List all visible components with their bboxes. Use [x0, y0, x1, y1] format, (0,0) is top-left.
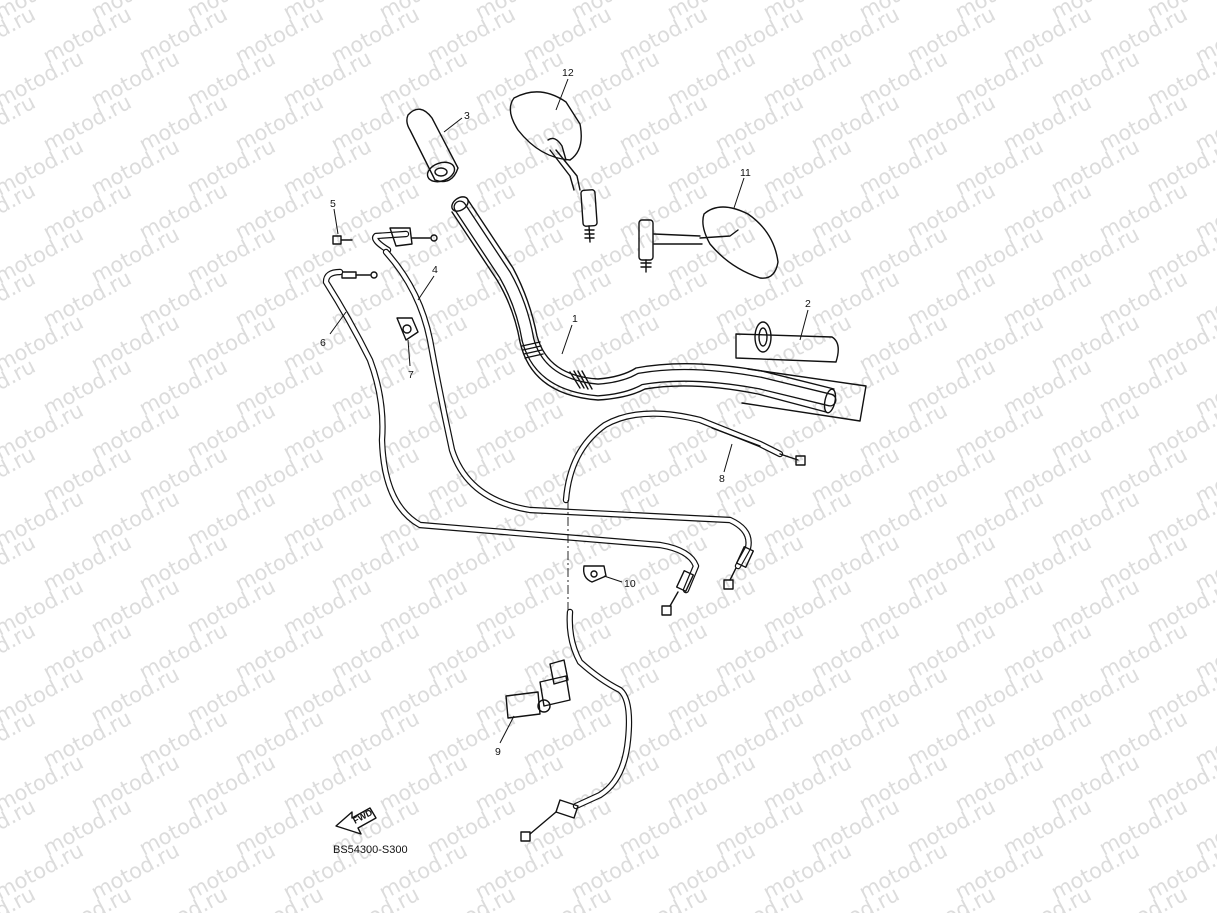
callout-2: 2 — [805, 298, 811, 310]
watermark-text: motod.ru — [135, 882, 231, 913]
handlebar-part-1 — [451, 196, 837, 414]
callout-3: 3 — [464, 110, 470, 122]
callout-4: 4 — [432, 264, 438, 276]
knurl-marks-upper — [521, 341, 544, 359]
callouts: 1 2 3 4 5 6 7 8 9 10 11 12 — [320, 67, 811, 758]
watermark-text: motod.ru — [807, 882, 903, 913]
watermark-text: motod.ru — [903, 882, 999, 913]
cable-guide-part-10 — [582, 565, 607, 583]
mirror-part-11 — [638, 206, 779, 279]
mirror-part-12 — [509, 91, 598, 243]
callout-10: 10 — [624, 578, 636, 590]
diagram-code: BS54300-S300 — [333, 844, 408, 856]
grip-part-2 — [735, 321, 867, 422]
callout-9: 9 — [495, 746, 501, 758]
watermark-text: motod.ru — [423, 882, 519, 913]
callout-6: 6 — [320, 337, 326, 349]
watermark-text: motod.ru — [231, 882, 327, 913]
watermark-text: motod.ru — [519, 882, 615, 913]
clamp-part-7 — [396, 317, 419, 341]
watermark-text: motod.ru — [999, 882, 1095, 913]
watermark-text: motod.ru — [1191, 882, 1217, 913]
callout-7: 7 — [408, 369, 414, 381]
watermark-text: motod.ru — [711, 882, 807, 913]
cable-part-6 — [322, 268, 700, 616]
knurl-marks-lower — [569, 370, 593, 390]
holder-part-9 — [505, 659, 571, 719]
callout-8: 8 — [719, 473, 725, 485]
watermark-text: motod.ru — [615, 882, 711, 913]
watermark-text: motod.ru — [327, 882, 423, 913]
brake-hose-lower — [520, 608, 633, 842]
callout-1: 1 — [572, 313, 578, 325]
bolt-part-5 — [332, 235, 353, 245]
brake-hose-part-8 — [562, 410, 806, 504]
watermark-text: motod.ru — [39, 882, 135, 913]
callout-5: 5 — [330, 198, 336, 210]
watermark-text: motod.ru — [1095, 882, 1191, 913]
throttle-cable-part-4 — [372, 227, 755, 590]
callout-11: 11 — [740, 167, 751, 179]
grip-part-3 — [406, 108, 459, 183]
callout-12: 12 — [562, 67, 574, 79]
